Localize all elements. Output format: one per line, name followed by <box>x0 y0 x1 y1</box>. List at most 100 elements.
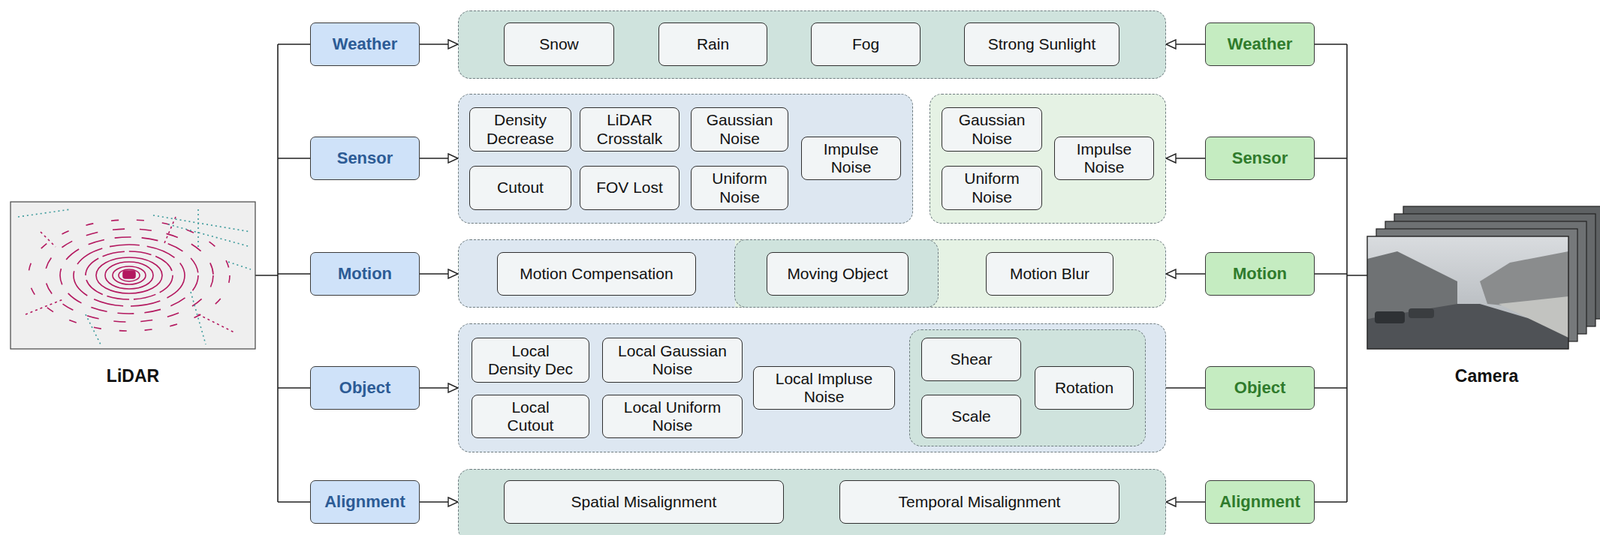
box-label: Fog <box>852 35 880 54</box>
corruption-box: Local Cutout <box>471 394 590 439</box>
arrow-connector <box>419 387 459 389</box>
scan-ring <box>118 269 140 282</box>
box-label: Temporal Misalignment <box>898 493 1061 512</box>
box-label: Motion Compensation <box>519 265 673 284</box>
box-label: LiDAR Crosstalk <box>585 111 674 148</box>
camera-stack <box>1367 206 1600 350</box>
box-label: Shear <box>949 350 992 369</box>
box-label: Strong Sunlight <box>988 35 1097 54</box>
corruption-box: Impulse Noise <box>801 136 901 181</box>
category-box: Sensor <box>1205 136 1315 181</box>
category-box: Alignment <box>1205 480 1315 525</box>
box-label: Snow <box>539 35 579 54</box>
group-panel: ShearRotationScale <box>909 329 1146 447</box>
corruption-box: Scale <box>921 394 1022 439</box>
corruption-box: Motion Compensation <box>497 252 697 296</box>
scan-ring <box>28 219 230 332</box>
corruption-box: Spatial Misalignment <box>503 480 784 525</box>
box-label: Motion Blur <box>1009 265 1090 284</box>
camera-frame <box>1367 236 1569 350</box>
box-label: Motion <box>1232 264 1287 284</box>
category-box: Object <box>310 366 420 410</box>
camera-car <box>1374 311 1405 324</box>
corruption-box: Impulse Noise <box>1054 136 1155 181</box>
category-box: Motion <box>1205 252 1315 296</box>
arrow-connector <box>419 43 459 46</box>
corruption-box: Density Decrease <box>469 107 572 152</box>
box-label: Spatial Misalignment <box>571 493 718 512</box>
box-label: Impulse Noise <box>1060 140 1149 177</box>
box-label: Object <box>1234 378 1286 398</box>
group-panel: Snow Rain Fog Strong Sunlight <box>458 10 1167 79</box>
corruption-box: Gaussian Noise <box>941 107 1043 152</box>
box-label: Local Density Dec <box>487 342 575 379</box>
box-label: Rain <box>696 35 730 54</box>
box-label: Rotation <box>1054 379 1114 398</box>
box-label: Weather <box>1227 34 1293 54</box>
camera-wall <box>1498 296 1569 338</box>
box-label: Sensor <box>337 148 394 168</box>
category-box: Weather <box>310 22 420 67</box>
box-label: Object <box>339 378 391 398</box>
bracket <box>255 44 1368 503</box>
bracket-line <box>1314 44 1368 503</box>
box-label: Local Gaussian Noise <box>608 342 737 379</box>
lidar-pointcloud <box>10 201 256 350</box>
box-label: Cutout <box>497 178 544 197</box>
box-label: Impulse Noise <box>807 140 895 177</box>
bracket-line <box>255 44 311 503</box>
box-label: Weather <box>332 34 398 54</box>
corruption-box: Local Uniform Noise <box>602 394 743 439</box>
corruption-box: Snow <box>503 22 615 67</box>
arrow-connector <box>419 157 459 160</box>
box-label: Local Uniform Noise <box>608 398 737 435</box>
box-label: Scale <box>951 407 992 426</box>
corruption-box: FOV Lost <box>579 165 680 211</box>
box-label: Density Decrease <box>475 111 566 148</box>
corruption-box: Temporal Misalignment <box>839 480 1120 525</box>
corruption-box: Motion Blur <box>985 252 1114 296</box>
scan-ring <box>73 244 185 307</box>
corruption-box: Rotation <box>1034 366 1134 410</box>
group-panel: Moving Object <box>734 239 939 308</box>
corruption-box: Strong Sunlight <box>964 22 1120 67</box>
box-label: Alignment <box>324 492 406 512</box>
corruption-box: LiDAR Crosstalk <box>579 107 680 152</box>
corruption-box: Shear <box>921 337 1022 382</box>
corruption-box: Local Impluse Noise <box>753 366 895 410</box>
lidar-frame <box>10 201 256 350</box>
arrow-connector <box>419 501 459 504</box>
corruption-box: Local Gaussian Noise <box>602 337 743 383</box>
arrow-connector <box>419 273 459 275</box>
box-label: Uniform Noise <box>947 169 1037 206</box>
arrow-connector <box>1166 273 1206 275</box>
box-label: Gaussian Noise <box>696 111 783 148</box>
group-panel: Spatial Misalignment Temporal Misalignmen… <box>458 469 1167 535</box>
sensor-label: LiDAR <box>106 366 160 387</box>
ego-car <box>123 271 136 279</box>
corruption-box: Moving Object <box>766 252 909 296</box>
box-label: Uniform Noise <box>696 169 783 206</box>
box-label: FOV Lost <box>596 178 663 197</box>
scan-ring <box>112 266 146 285</box>
scan-ring <box>96 257 163 294</box>
scan-points <box>18 209 251 345</box>
box-label: Local Cutout <box>497 398 565 435</box>
sensor-label: Camera <box>1455 366 1519 387</box>
corruption-box: Cutout <box>469 165 572 211</box>
corruption-box: Uniform Noise <box>941 165 1043 211</box>
arrow-connector <box>1166 157 1206 160</box>
box-label: Sensor <box>1232 148 1289 168</box>
corruption-box: Rain <box>658 22 768 67</box>
scan-ring <box>60 237 199 314</box>
category-box: Object <box>1205 366 1315 410</box>
corruption-box: Gaussian Noise <box>690 107 789 152</box>
group-panel: Density Decrease LiDAR Crosstalk Gaussian … <box>458 93 913 224</box>
category-box: Alignment <box>310 480 420 525</box>
category-box: Motion <box>310 252 420 296</box>
category-box: Weather <box>1205 22 1315 67</box>
arrow-connector <box>1166 43 1206 46</box>
group-panel: Motion Compensation Moving Object Motion B… <box>458 239 1167 308</box>
camera-sky <box>1367 236 1569 350</box>
